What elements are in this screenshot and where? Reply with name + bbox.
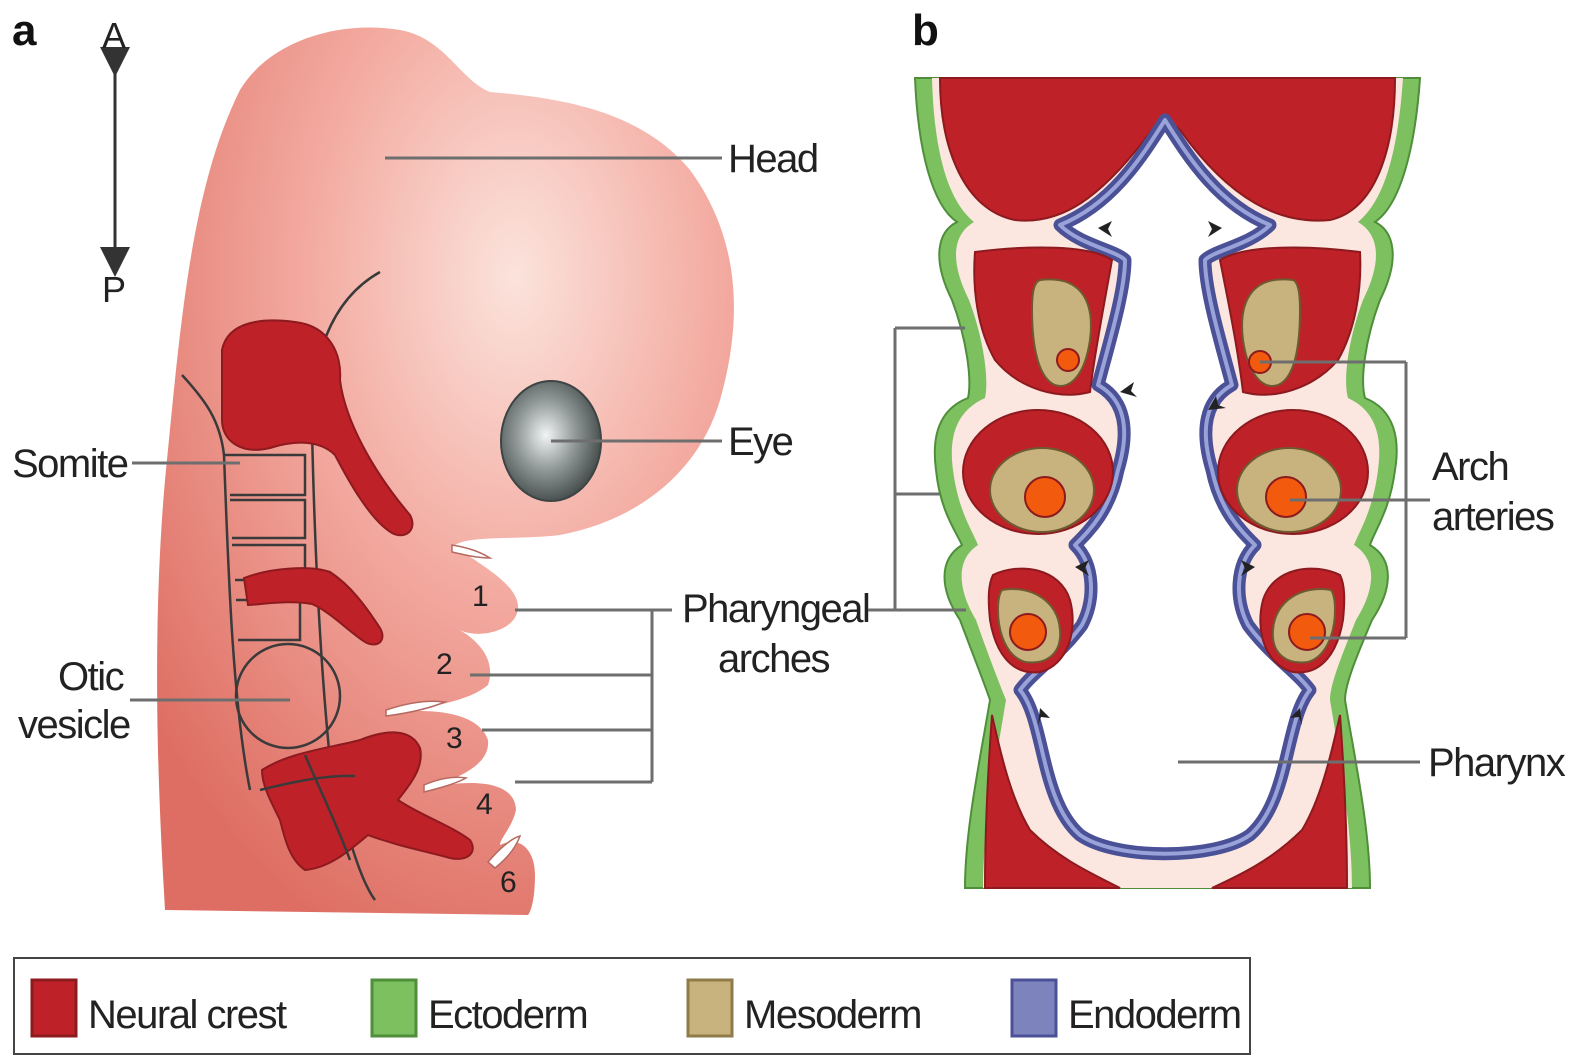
axis-posterior-label: P — [102, 269, 126, 310]
axis-anterior-label: A — [102, 15, 126, 56]
legend-label-neural-crest: Neural crest — [88, 993, 287, 1037]
panel-a: a A P — [12, 6, 869, 915]
head-label: Head — [728, 137, 818, 181]
legend: Neural crest Ectoderm Mesoderm Endoderm — [14, 958, 1250, 1054]
legend-swatch-ectoderm — [372, 980, 416, 1036]
arch-number-3: 3 — [446, 722, 463, 755]
arch-arteries-label-line1: Arch — [1432, 445, 1508, 489]
arch-arteries-label-line2: arteries — [1432, 495, 1554, 539]
panel-b-label: b — [912, 6, 939, 55]
pharyngeal-label-line1: Pharyngeal — [682, 587, 869, 631]
pharyngeal-arches-bracket — [470, 610, 672, 782]
arch-number-2: 2 — [436, 648, 453, 681]
otic-label-line2: vesicle — [18, 703, 130, 747]
pharynx-label: Pharynx — [1428, 741, 1566, 785]
legend-swatch-endoderm — [1012, 980, 1056, 1036]
arch-number-1: 1 — [472, 580, 489, 613]
arch-2-left — [963, 410, 1113, 534]
somite-label: Somite — [12, 442, 128, 486]
otic-label-line1: Otic — [58, 655, 124, 699]
arch-number-6: 6 — [500, 866, 517, 899]
legend-label-endoderm: Endoderm — [1068, 993, 1241, 1037]
legend-swatch-neural-crest — [32, 980, 76, 1036]
arch-2-right — [1218, 410, 1368, 534]
panel-a-label: a — [12, 6, 37, 55]
panel-b: b — [868, 6, 1566, 888]
legend-label-mesoderm: Mesoderm — [744, 993, 921, 1037]
pharyngeal-label-line2: arches — [718, 637, 830, 681]
arch-number-4: 4 — [476, 788, 493, 821]
legend-swatch-mesoderm — [688, 980, 732, 1036]
anterior-posterior-axis: A P — [102, 15, 126, 310]
legend-label-ectoderm: Ectoderm — [428, 993, 587, 1037]
eye-label: Eye — [728, 420, 793, 464]
